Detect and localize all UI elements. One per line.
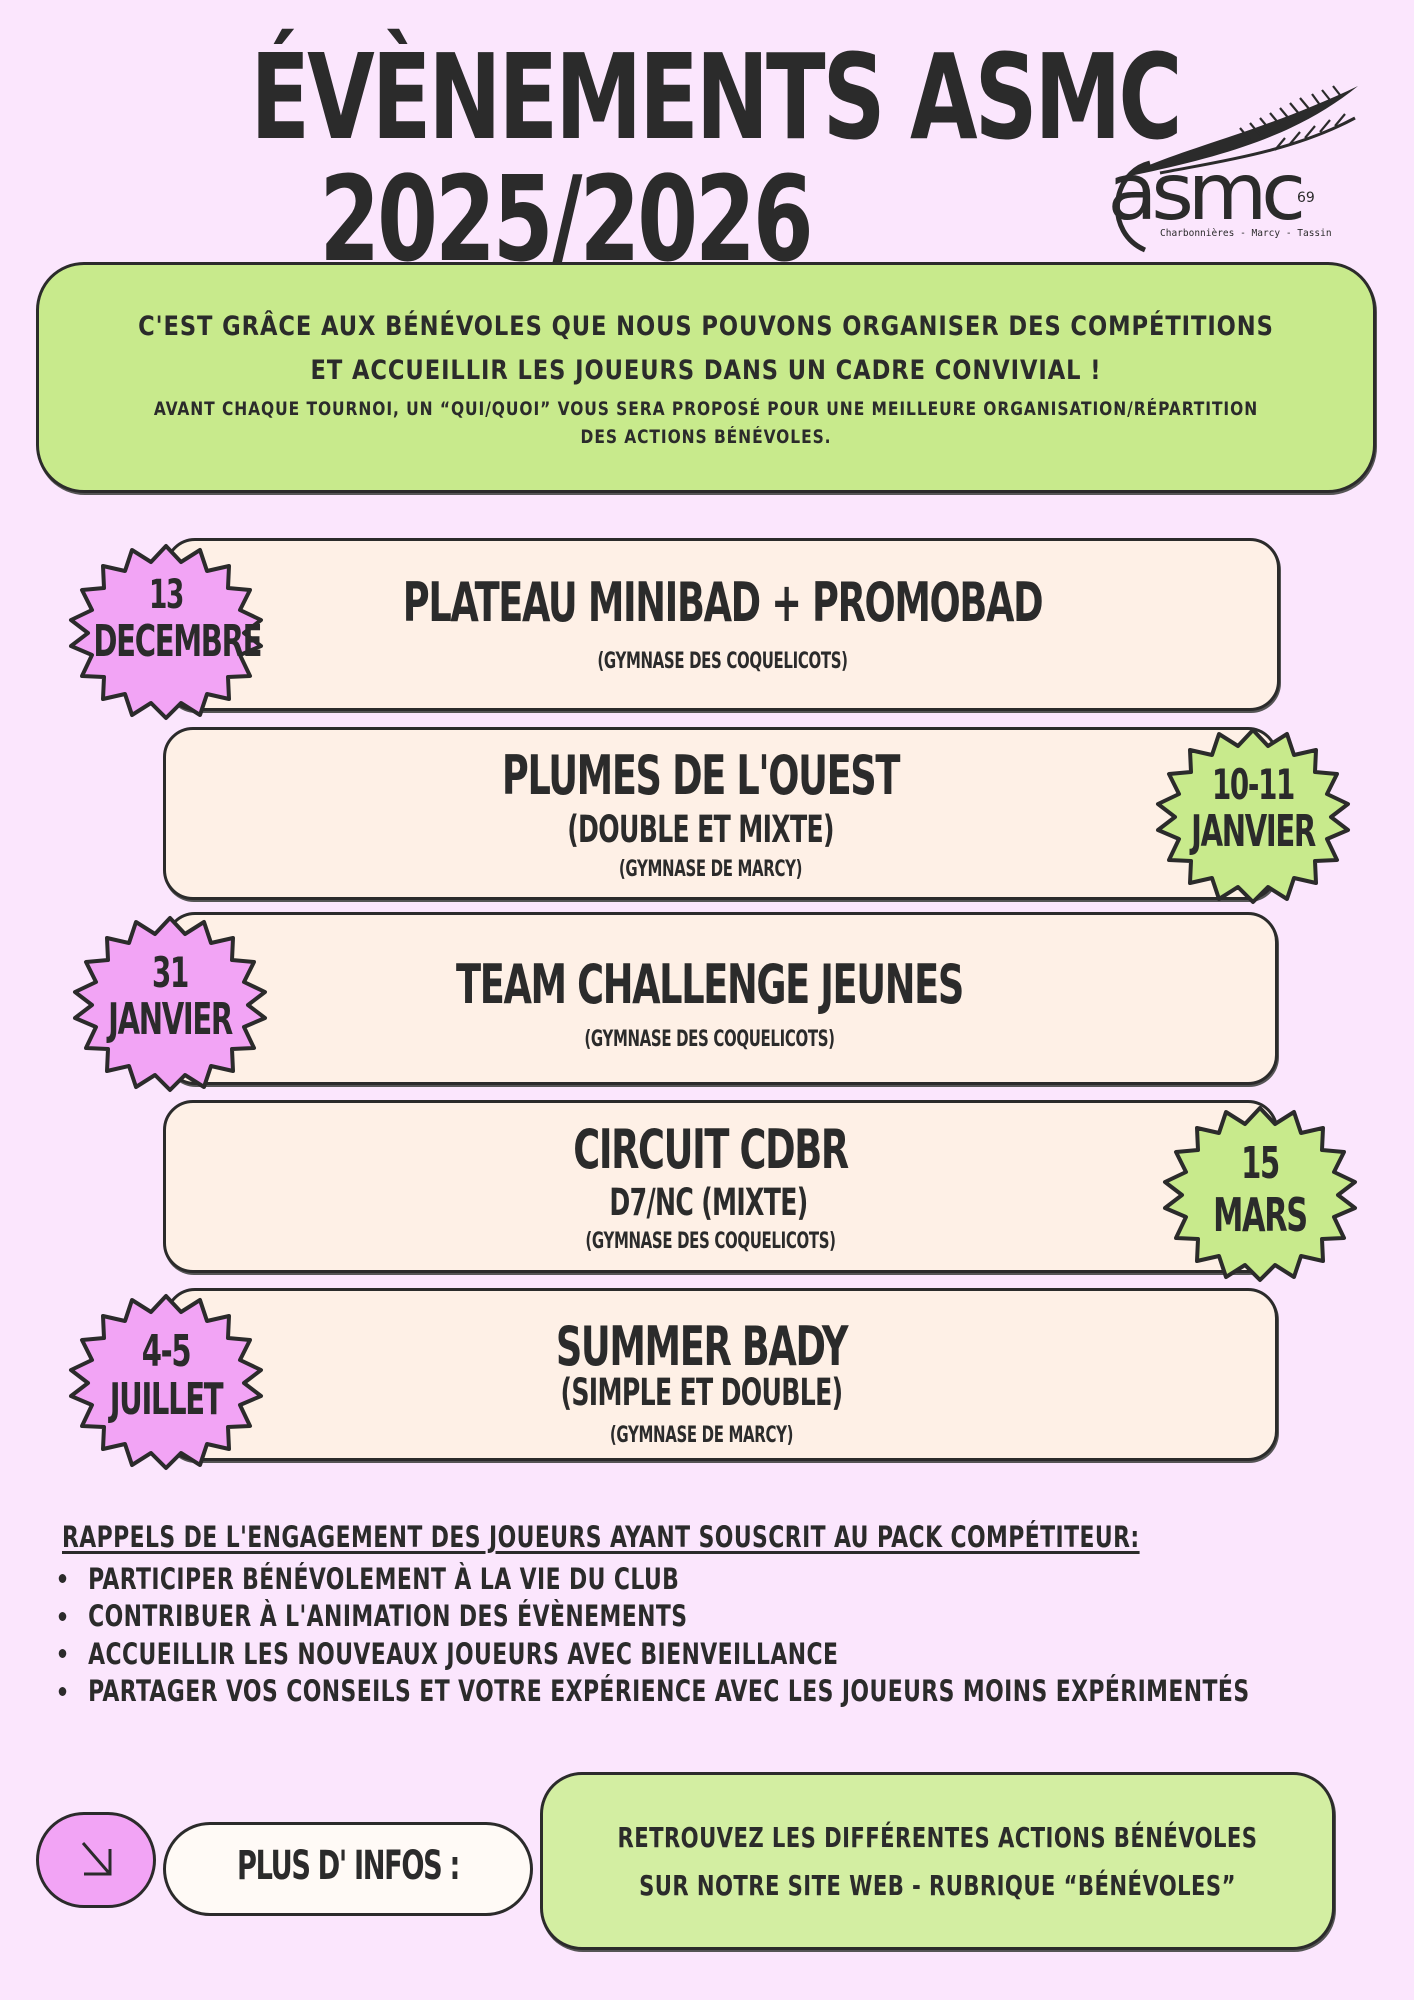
- starburst-icon: [1156, 728, 1350, 904]
- bullet-icon: [58, 1649, 67, 1659]
- event-card: SUMMER BADY (SIMPLE ET DOUBLE) (GYMNASE …: [165, 1288, 1278, 1461]
- event-date-badge: 4-5 JUILLET: [56, 1288, 276, 1473]
- reminder-item: CONTRIBUER À L'ANIMATION DES ÉVÈNEMENTS: [52, 1598, 1250, 1636]
- logo-swoosh-icon: [1114, 160, 1151, 253]
- starburst-icon: [1163, 1106, 1357, 1282]
- event-venue: (GYMNASE DE MARCY): [618, 857, 803, 882]
- event-format: D7/NC (MIXTE): [609, 1181, 808, 1224]
- reminders-list: PARTICIPER BÉNÉVOLEMENT À LA VIE DU CLUB…: [52, 1560, 1414, 1710]
- reminder-item: ACCUEILLIR LES NOUVEAUX JOUEURS AVEC BIE…: [52, 1635, 1250, 1673]
- intro-note: DES ACTIONS BÉNÉVOLES.: [580, 427, 832, 448]
- reminder-item: PARTICIPER BÉNÉVOLEMENT À LA VIE DU CLUB: [52, 1560, 1250, 1598]
- event-title: SUMMER BADY: [555, 1315, 849, 1378]
- event-card: PLUMES DE L'OUEST (DOUBLE ET MIXTE) (GYM…: [163, 727, 1278, 900]
- reminder-text: PARTICIPER BÉNÉVOLEMENT À LA VIE DU CLUB: [88, 1561, 680, 1596]
- website-info-box: RETROUVEZ LES DIFFÉRENTES ACTIONS BÉNÉVO…: [540, 1772, 1335, 1950]
- feather-icon: [1120, 85, 1358, 178]
- reminder-text: ACCUEILLIR LES NOUVEAUX JOUEURS AVEC BIE…: [88, 1636, 839, 1671]
- event-format: (DOUBLE ET MIXTE): [567, 808, 834, 851]
- more-info-arrow-button[interactable]: [36, 1812, 156, 1908]
- club-logo: asmc 69 Charbonnières - Marcy - Tassin: [1100, 78, 1365, 253]
- event-date-badge: 15 MARS: [1150, 1100, 1370, 1285]
- event-date-day: 15: [1241, 1138, 1280, 1189]
- starburst-icon: [73, 916, 267, 1092]
- event-venue: (GYMNASE DES COQUELICOTS): [584, 1027, 835, 1052]
- event-date-badge: 13 DECEMBRE: [56, 538, 276, 723]
- event-card: TEAM CHALLENGE JEUNES (GYMNASE DES COQUE…: [165, 912, 1278, 1085]
- intro-text: ET ACCUEILLIR LES JOUEURS DANS UN CADRE …: [310, 355, 1102, 386]
- event-card: PLATEAU MINIBAD + PROMOBAD (GYMNASE DES …: [165, 538, 1280, 711]
- page-title-season: 2025/2026: [319, 150, 813, 288]
- logo-subtitle: Charbonnières - Marcy - Tassin: [1160, 228, 1332, 239]
- reminder-text: CONTRIBUER À L'ANIMATION DES ÉVÈNEMENTS: [88, 1599, 688, 1634]
- website-info-text: SUR NOTRE SITE WEB - RUBRIQUE “BÉNÉVOLES…: [639, 1869, 1236, 1902]
- event-card: CIRCUIT CDBR D7/NC (MIXTE) (GYMNASE DES …: [163, 1100, 1278, 1273]
- logo-number: 69: [1297, 190, 1315, 206]
- bullet-icon: [58, 1574, 67, 1584]
- event-date-badge: 31 JANVIER: [60, 910, 280, 1095]
- page-title: ÉVÈNEMENTS ASMC: [250, 28, 1182, 166]
- volunteer-intro-box: C'EST GRÂCE AUX BÉNÉVOLES QUE NOUS POUVO…: [36, 262, 1376, 493]
- event-date-day: 31: [152, 948, 189, 997]
- more-info-label: PLUS D' INFOS :: [237, 1843, 460, 1889]
- event-date-day: 4-5: [141, 1326, 192, 1377]
- page-header: ÉVÈNEMENTS ASMC 2025/2026: [0, 0, 1414, 278]
- starburst-icon: [69, 1294, 263, 1470]
- starburst-icon: [69, 544, 263, 720]
- reminder-text: PARTAGER VOS CONSEILS ET VOTRE EXPÉRIENC…: [88, 1674, 1250, 1709]
- event-date-day: 10-11: [1211, 760, 1295, 809]
- event-title: PLATEAU MINIBAD + PROMOBAD: [402, 571, 1044, 634]
- event-date-month: MARS: [1213, 1188, 1308, 1242]
- event-title: TEAM CHALLENGE JEUNES: [456, 953, 964, 1016]
- event-format: (SIMPLE ET DOUBLE): [560, 1371, 844, 1414]
- intro-note: AVANT CHAQUE TOURNOI, UN “QUI/QUOI” VOUS…: [153, 399, 1259, 420]
- event-venue: (GYMNASE DE MARCY): [609, 1423, 794, 1448]
- more-info-label-pill[interactable]: PLUS D' INFOS :: [163, 1822, 533, 1916]
- bullet-icon: [58, 1611, 67, 1621]
- intro-text: C'EST GRÂCE AUX BÉNÉVOLES QUE NOUS POUVO…: [138, 311, 1274, 342]
- reminders-heading: RAPPELS DE L'ENGAGEMENT DES JOUEURS AYAN…: [62, 1520, 1140, 1554]
- event-venue: (GYMNASE DES COQUELICOTS): [585, 1229, 836, 1254]
- event-title: PLUMES DE L'OUEST: [501, 744, 901, 807]
- event-date-month: JUILLET: [109, 1374, 224, 1425]
- logo-name: asmc: [1107, 148, 1306, 238]
- website-info-text: RETROUVEZ LES DIFFÉRENTES ACTIONS BÉNÉVO…: [617, 1821, 1258, 1854]
- event-title: CIRCUIT CDBR: [573, 1118, 849, 1181]
- event-date-badge: 10-11 JANVIER: [1143, 722, 1363, 907]
- bullet-icon: [58, 1686, 67, 1696]
- event-date-month: JANVIER: [108, 994, 233, 1045]
- reminder-item: PARTAGER VOS CONSEILS ET VOTRE EXPÉRIENC…: [52, 1673, 1250, 1711]
- event-date-month: DECEMBRE: [93, 616, 262, 667]
- event-date-month: JANVIER: [1191, 806, 1316, 857]
- event-venue: (GYMNASE DES COQUELICOTS): [597, 649, 848, 674]
- event-date-day: 13: [148, 572, 184, 618]
- arrow-down-right-icon: [81, 1842, 112, 1876]
